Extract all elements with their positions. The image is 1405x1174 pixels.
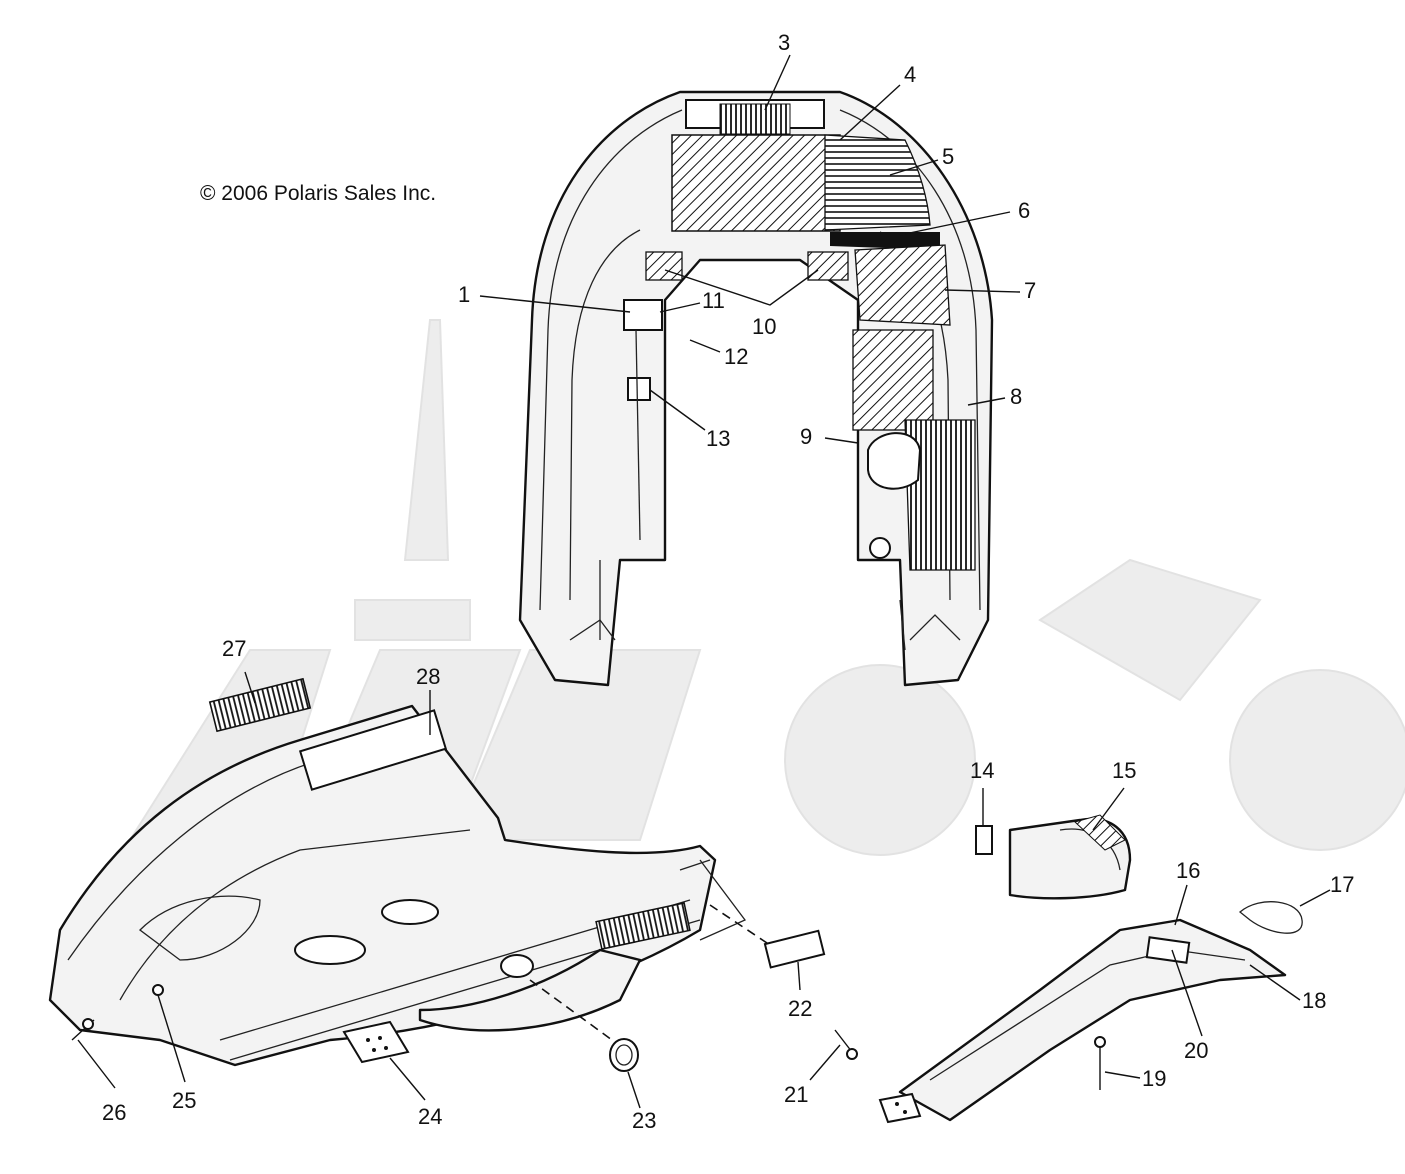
callout-10: 10	[752, 314, 776, 339]
callout-23: 23	[632, 1108, 656, 1133]
callout-22: 22	[788, 996, 812, 1021]
callout-19: 19	[1142, 1066, 1166, 1091]
callout-13: 13	[706, 426, 730, 451]
callout-5: 5	[942, 144, 954, 169]
copyright-text: © 2006 Polaris Sales Inc.	[200, 182, 436, 205]
grommet-23	[609, 1038, 639, 1072]
callout-3: 3	[778, 30, 790, 55]
callout-14: 14	[970, 758, 994, 783]
decal-27	[208, 677, 312, 733]
callout-1: 1	[458, 282, 470, 307]
callout-9: 9	[800, 424, 812, 449]
callout-25: 25	[172, 1088, 196, 1113]
assembly-line-23	[529, 979, 613, 1041]
callout-17: 17	[1330, 872, 1354, 897]
callout-16: 16	[1176, 858, 1200, 883]
callout-24: 24	[418, 1104, 442, 1129]
callout-20: 20	[1184, 1038, 1208, 1063]
callout-18: 18	[1302, 988, 1326, 1013]
decal-22	[763, 929, 826, 969]
duct-15	[1008, 814, 1132, 900]
callout-6: 6	[1018, 198, 1030, 223]
callout-11: 11	[702, 288, 725, 313]
screw-21	[834, 1029, 858, 1060]
pad-14	[975, 825, 993, 855]
leader-lines	[77, 54, 1331, 1109]
fastener-26	[71, 1018, 95, 1041]
callout-4: 4	[904, 62, 916, 87]
callout-12: 12	[724, 344, 748, 369]
callout-26: 26	[102, 1100, 126, 1125]
assembly-line-22	[709, 904, 771, 946]
pin-19	[1094, 1036, 1106, 1090]
callout-27: 27	[222, 636, 246, 661]
lower-body-assembly	[48, 704, 747, 1067]
callout-8: 8	[1010, 384, 1022, 409]
callout-labels: 1 3 4 5 6 7 8 9 10 11 12 13 14 15 16 17 …	[102, 30, 1354, 1133]
hood-assembly	[518, 90, 994, 687]
callout-15: 15	[1112, 758, 1136, 783]
clip-17	[1238, 901, 1303, 934]
callout-21: 21	[784, 1082, 808, 1107]
callout-28: 28	[416, 664, 440, 689]
callout-7: 7	[1024, 278, 1036, 303]
plate-24	[342, 1020, 410, 1064]
rail-16	[878, 918, 1287, 1124]
